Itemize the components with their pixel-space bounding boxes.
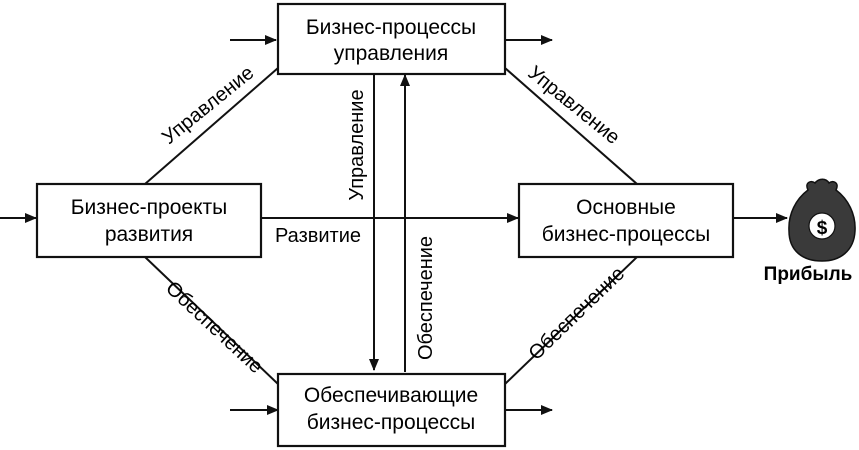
support-line-1: Обеспечивающие [304, 384, 478, 407]
label-support-core: Обеспечение [525, 263, 630, 365]
node-support: Обеспечивающие бизнес-процессы [276, 372, 507, 448]
label-support-development: Обеспечение [161, 277, 267, 378]
label-development-core: Развитие [275, 225, 361, 247]
support-box [276, 372, 507, 448]
edge-support-core [504, 256, 638, 385]
development-line-1: Бизнес-проекты [71, 196, 227, 219]
edge-management-development [144, 67, 279, 185]
management-line-2: управления [334, 42, 449, 65]
money-bag-icon: $ [788, 178, 856, 262]
edge-management-core [504, 67, 638, 185]
management-line-1: Бизнес-процессы [306, 16, 476, 39]
development-line-2: развития [105, 223, 193, 246]
edge-development-support [144, 256, 279, 385]
external-arrows [0, 35, 788, 415]
label-support-management: Обеспечение [415, 236, 437, 360]
management-box [276, 2, 507, 76]
money-bag-symbol: $ [817, 218, 828, 239]
core-box [517, 182, 735, 259]
profit-label: Прибыль [764, 264, 853, 285]
money-bag-coin [808, 212, 836, 240]
label-management-support: Управление [346, 89, 368, 200]
profit-outcome: $ Прибыль [764, 178, 856, 285]
label-management-development: Управление [158, 62, 258, 149]
node-core: Основные бизнес-процессы [517, 182, 735, 259]
core-line-1: Основные [576, 196, 676, 219]
node-development: Бизнес-проекты развития [35, 182, 263, 259]
support-line-2: бизнес-процессы [307, 411, 475, 434]
label-management-core: Управление [524, 62, 624, 149]
development-box [35, 182, 263, 259]
node-management: Бизнес-процессы управления [276, 2, 507, 76]
connector-lines [144, 67, 638, 385]
core-line-2: бизнес-процессы [542, 223, 710, 246]
